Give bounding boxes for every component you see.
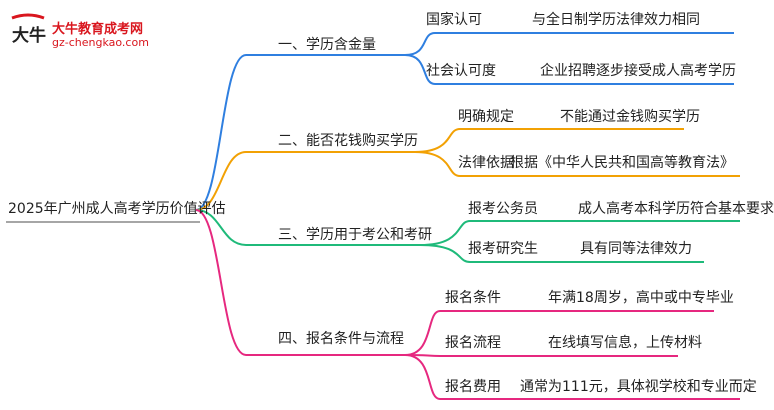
- leaf-label-4-3: 报名费用: [445, 379, 501, 395]
- logo-url: gz-chengkao.com: [52, 36, 149, 49]
- leaf-label-4-2: 报名流程: [445, 335, 501, 351]
- leaf-value-4-3: 通常为111元，具体视学校和专业而定: [520, 379, 757, 395]
- leaf-label-4-1: 报名条件: [445, 290, 501, 306]
- mindmap-root: 2025年广州成人高考学历价值评估: [8, 201, 226, 217]
- branch-connector-4: [195, 209, 247, 356]
- leaf-connector-3-1: [419, 220, 471, 246]
- mindmap-canvas: [6, 32, 740, 400]
- leaf-value-1-1: 与全日制学历法律效力相同: [532, 12, 700, 28]
- leaf-label-2-2: 法律依据: [458, 155, 514, 171]
- leaf-connector-2-1: [414, 128, 461, 153]
- leaf-connector-2-2: [414, 151, 461, 177]
- leaf-connector-1-1: [404, 32, 436, 56]
- leaf-value-3-2: 具有同等法律效力: [580, 241, 692, 257]
- leaf-value-4-1: 年满18周岁，高中或中专毕业: [548, 290, 734, 306]
- branch-connector-3: [195, 209, 247, 246]
- leaf-value-1-2: 企业招聘逐步接受成人高考学历: [540, 63, 736, 79]
- leaf-value-4-2: 在线填写信息，上传材料: [548, 335, 702, 351]
- branch-connector-1: [195, 54, 247, 211]
- leaf-label-1-2: 社会认可度: [426, 63, 496, 79]
- leaf-value-2-1: 不能通过金钱购买学历: [560, 109, 700, 125]
- leaf-connector-3-2: [419, 244, 471, 263]
- mindmap-edges: [6, 32, 740, 400]
- branch-label-2: 二、能否花钱购买学历: [278, 133, 418, 149]
- logo-mark-icon: 大牛: [11, 13, 46, 46]
- branch-label-1: 一、学历含金量: [278, 37, 376, 53]
- logo-mark-text: 大牛: [12, 25, 46, 46]
- leaf-label-1-1: 国家认可: [426, 12, 482, 28]
- leaf-label-3-1: 报考公务员: [468, 201, 538, 217]
- branch-label-4: 四、报名条件与流程: [278, 331, 404, 347]
- leaf-label-2-1: 明确规定: [458, 109, 514, 125]
- branch-label-3: 三、学历用于考公和考研: [278, 227, 432, 243]
- leaf-connector-4-3: [404, 354, 441, 400]
- leaf-connector-1-2: [404, 54, 436, 85]
- leaf-label-3-2: 报考研究生: [468, 241, 538, 257]
- branch-connector-2: [195, 151, 247, 211]
- leaf-connector-4-1: [404, 310, 441, 356]
- leaf-value-2-2: 根据《中华人民共和国高等教育法》: [510, 155, 734, 171]
- logo-title: 大牛教育成考网: [52, 22, 144, 37]
- leaf-value-3-1: 成人高考本科学历符合基本要求: [578, 201, 774, 217]
- logo: 大牛 大牛教育成考网 gz-chengkao.com: [6, 10, 166, 50]
